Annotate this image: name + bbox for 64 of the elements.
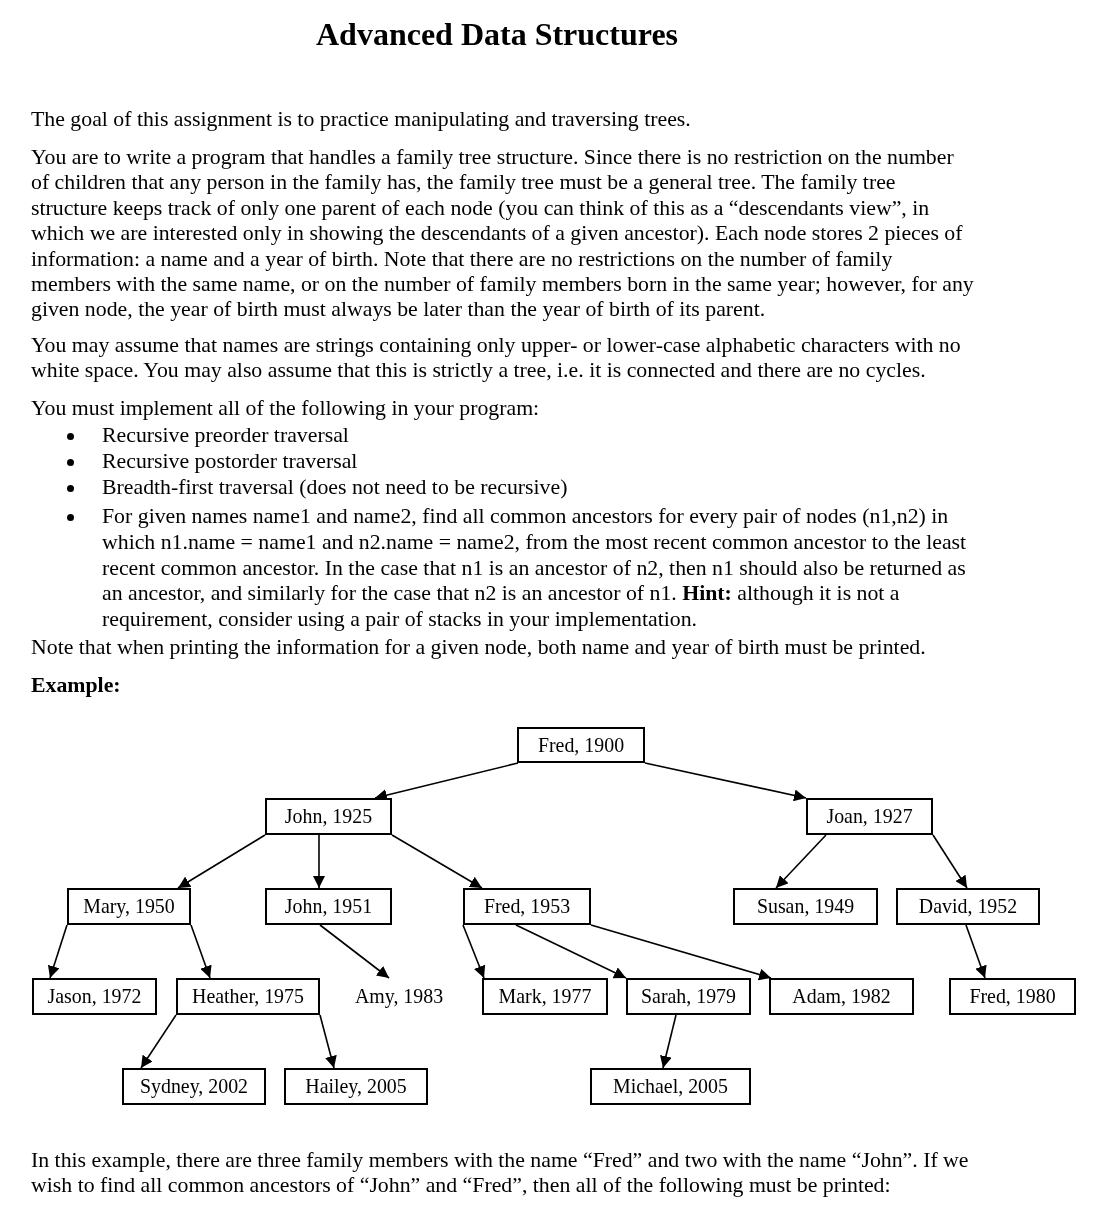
list-item: Breadth-first traversal (does not need to be recursive) — [102, 475, 569, 501]
person-name: Adam, 1982 — [792, 985, 891, 1008]
arrow — [932, 834, 968, 889]
title: Advanced Data Structures — [314, 16, 680, 52]
person-box — [517, 727, 645, 763]
person-box — [482, 978, 608, 1015]
arrow — [319, 924, 390, 979]
person-box — [463, 888, 591, 925]
arrow — [177, 834, 266, 889]
person-box — [265, 798, 392, 835]
arrow — [660, 1014, 677, 1069]
person-box — [896, 888, 1040, 925]
arrow — [190, 924, 212, 979]
paragraph: Note that when printing the information for a given node, both name and year of birth must be printed. — [31, 635, 927, 661]
person-name: Jason, 1972 — [47, 985, 142, 1008]
person-box — [176, 978, 320, 1015]
person-box — [590, 1068, 751, 1105]
person-name: Sydney, 2002 — [139, 1075, 249, 1098]
arrow — [319, 1014, 337, 1069]
arrow — [462, 924, 486, 979]
person-name: Joan, 1927 — [826, 805, 913, 828]
person-name: Heather, 1975 — [192, 985, 304, 1008]
arrow — [965, 924, 987, 979]
person-box — [284, 1068, 428, 1105]
paragraph: You may assume that names are strings containing only upper- or lower-case alphabetic characters with no white space. You may also assume that this is strictly a tree, i.e. it is connected and there are no cycles. — [31, 333, 962, 384]
paragraph: You must implement all of the following in your program: — [31, 396, 541, 422]
person-name: David, 1952 — [918, 895, 1018, 918]
person-box — [122, 1068, 266, 1105]
person-box — [67, 888, 191, 925]
arrow — [775, 834, 827, 889]
person-box — [949, 978, 1076, 1015]
person-name: Mary, 1950 — [83, 895, 175, 918]
person-name: Mark, 1977 — [498, 985, 592, 1008]
person-name: John, 1925 — [284, 805, 373, 828]
person-name: Susan, 1949 — [756, 895, 855, 918]
person-name: Hailey, 2005 — [305, 1075, 407, 1098]
person-box — [32, 978, 157, 1015]
arrow — [47, 924, 68, 979]
person-name: Fred, 1980 — [969, 985, 1056, 1008]
person-box — [769, 978, 914, 1015]
arrow — [590, 924, 772, 981]
person-name: Michael, 2005 — [613, 1075, 728, 1098]
paragraph: You are to write a program that handles a family tree structure. Since there is no restriction on the number of children that any person in the family has, the family tree must be a general tree. The family tree structure keeps track of only one parent of each node (you can think of this as a “descendants view”, in which we are interested only in showing the descendants of a given ancestor). Each node stores 2 pieces of information: a name and a year of birth. Note that there are no restrictions on the number of family members with the same name, or on the number of family members born in the same year; however, for any given node, the year of birth must always be later than the year of birth of its parent. — [31, 145, 975, 323]
person-box — [626, 978, 751, 1015]
arrow — [140, 1014, 177, 1069]
name-label: Amy, 1983 — [334, 978, 464, 1015]
person-name: Fred, 1900 — [537, 733, 625, 757]
arrow — [313, 834, 325, 889]
person-box — [733, 888, 878, 925]
list-item: Recursive preorder traversal — [102, 423, 350, 449]
person-box — [806, 798, 933, 835]
arrow — [391, 834, 483, 889]
arrow — [374, 762, 519, 801]
person-name: Sarah, 1979 — [641, 985, 736, 1008]
arrow — [515, 924, 627, 979]
person-box — [265, 888, 392, 925]
heading: Example: — [31, 673, 122, 699]
list-item: For given names name1 and name2, find all common ancestors for every pair of nodes (n1,n2) in which n1.name = name1 and n2.name = name2, from the most recent common ancestor to the least recent common ancestor. In the case that n1 is an ancestor of n2, then n1 should also be returned as an ancestor, and similarly for the case that n2 is an ancestor of n1. Hint: although it is not a requirement, consider using a pair of stacks in your implementation. — [102, 504, 968, 633]
paragraph: The goal of this assignment is to practice manipulating and traversing trees. — [31, 107, 692, 133]
paragraph: In this example, there are three family members with the name “Fred” and two with the name “John”. If we wish to find all common ancestors of “John” and “Fred”, then all of the following must be printed: — [31, 1148, 970, 1199]
person-name: Fred, 1953 — [483, 895, 571, 918]
list-item: Recursive postorder traversal — [102, 449, 359, 475]
person-name: John, 1951 — [284, 895, 373, 918]
arrow — [644, 762, 807, 802]
